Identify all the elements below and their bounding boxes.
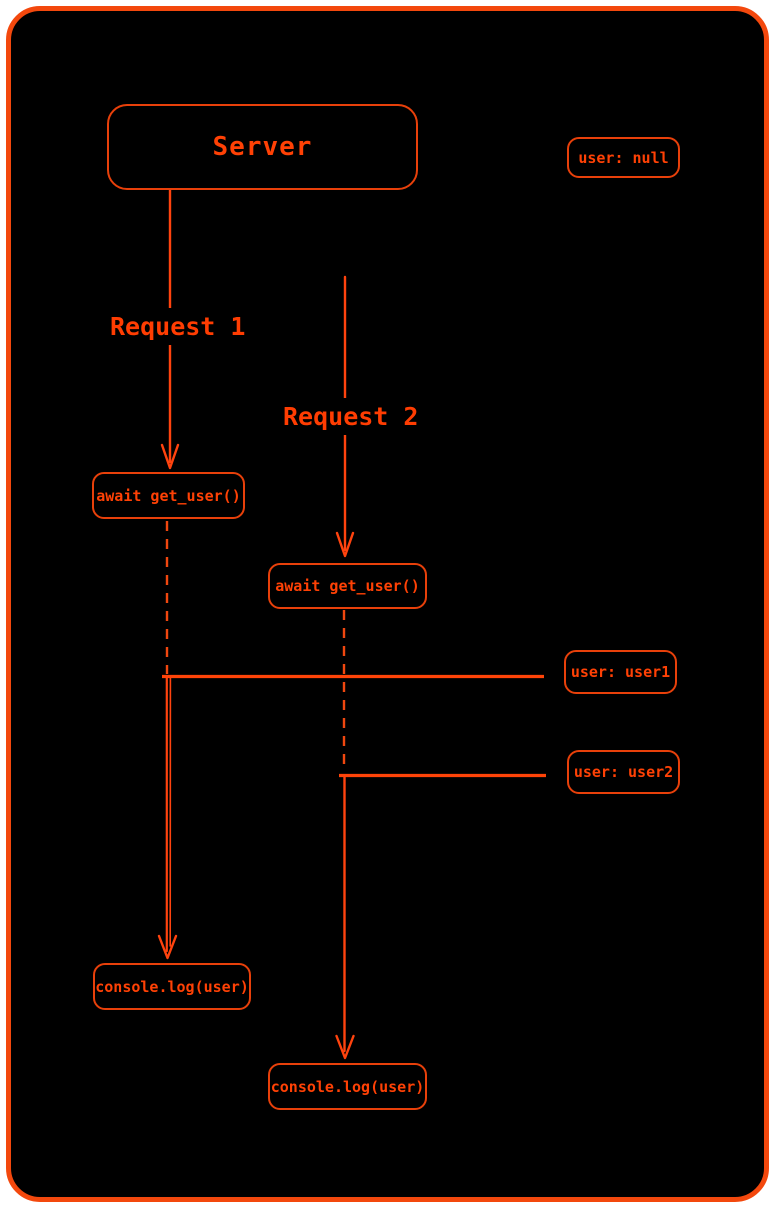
log1-arrow bbox=[157, 674, 178, 960]
log2-arrow bbox=[335, 774, 355, 1060]
request1-label: Request 1 bbox=[104, 308, 252, 345]
state-user2-node: user: user2 bbox=[567, 750, 680, 794]
state-user2-label: user: user2 bbox=[573, 763, 674, 781]
console-log-2-node: console.log(user) bbox=[268, 1063, 427, 1110]
await-get-user-1-label: await get_user() bbox=[96, 486, 241, 505]
state-user-null-node: user: null bbox=[567, 137, 680, 178]
console-log-1-label: console.log(user) bbox=[95, 977, 249, 996]
await-get-user-2-label: await get_user() bbox=[275, 577, 420, 595]
request2-label: Request 2 bbox=[277, 398, 425, 435]
console-log-2-label: console.log(user) bbox=[270, 1077, 425, 1096]
server-node-label: Server bbox=[212, 132, 313, 162]
await-get-user-2-node: await get_user() bbox=[268, 563, 427, 609]
state-user1-node: user: user1 bbox=[564, 650, 677, 694]
state-user1-label: user: user1 bbox=[570, 663, 671, 681]
state-user-null-label: user: null bbox=[578, 148, 669, 167]
await-get-user-1-node: await get_user() bbox=[92, 472, 245, 519]
server-node: Server bbox=[107, 104, 418, 190]
console-log-1-node: console.log(user) bbox=[93, 963, 251, 1010]
